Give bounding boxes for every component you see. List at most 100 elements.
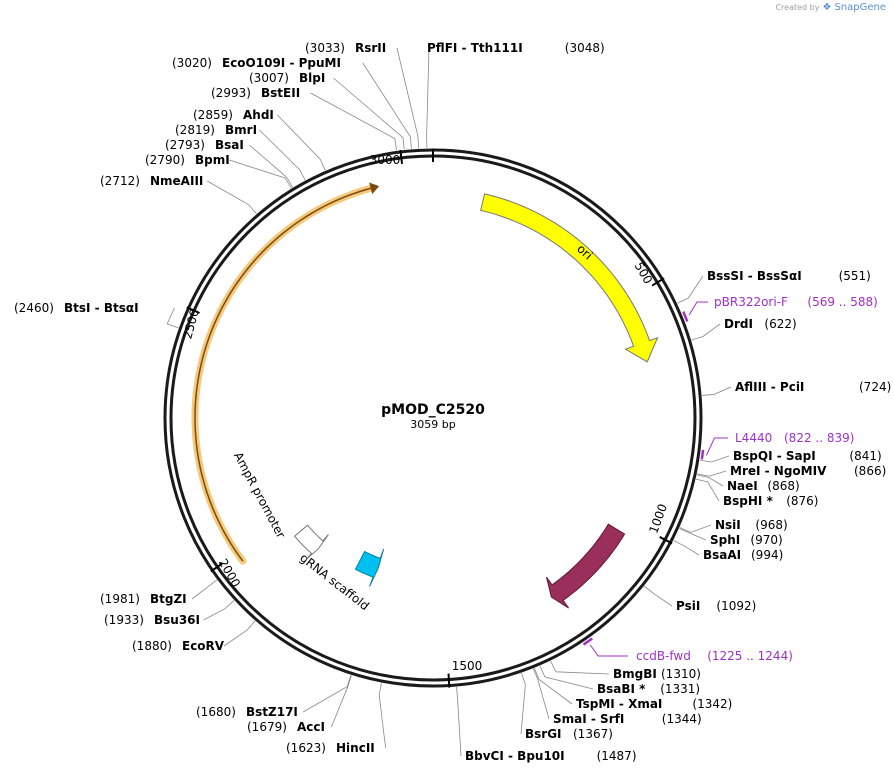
site-line-11: [677, 275, 704, 304]
site-line-29: [331, 675, 352, 728]
site-pos-25: (1344): [662, 712, 702, 726]
site-name-18: NsiI: [715, 518, 741, 532]
site-name-14: BspQI - SapI: [733, 449, 816, 463]
site-pos-27: (1487): [597, 749, 637, 763]
site-name-31: EcoRV: [182, 639, 225, 653]
feature-ampr-glow: [191, 184, 375, 565]
site-line-1: [396, 47, 419, 149]
site-name-11: BssSI - BssSαI: [707, 269, 802, 283]
site-name-21: PsiI: [676, 599, 700, 613]
site-line-13: [702, 386, 732, 396]
feature-ampr-head: [369, 182, 380, 195]
site-pos-21: (1092): [716, 599, 756, 613]
site-line-2: [362, 62, 412, 149]
created-by-text: Created by: [775, 3, 820, 12]
plasmid-name: pMOD_C2520: [381, 402, 485, 418]
site-line-0: [426, 47, 430, 149]
site-pos-4: (2993): [211, 86, 251, 100]
primer-range-2: (1225 .. 1244): [707, 649, 793, 663]
site-pos-16: (868): [767, 479, 799, 493]
site-name-16: NaeI: [727, 479, 758, 493]
site-pos-12: (622): [764, 317, 796, 331]
site-name-10: BtsI - BtsαI: [64, 301, 139, 315]
site-line-20: [673, 540, 700, 556]
tick-2500: [186, 306, 200, 314]
site-line-6: [259, 129, 306, 181]
site-line-30: [303, 675, 352, 713]
snapgene-logo-icon: ❖: [822, 2, 832, 13]
site-pos-5: (2859): [193, 108, 233, 122]
site-pos-0: (3048): [565, 41, 605, 55]
site-pos-10: (2460): [14, 301, 54, 315]
primer-mark-2: [582, 637, 593, 646]
site-name-3: BlpI: [299, 71, 325, 85]
site-name-20: BsaAI: [703, 548, 741, 562]
site-pos-14: (841): [849, 449, 881, 463]
site-name-26: BsrGI: [525, 727, 562, 741]
site-line-12: [691, 323, 721, 341]
primer-name-0: pBR322ori-F: [714, 295, 788, 309]
site-line-27: [456, 686, 462, 757]
site-pos-28: (1623): [286, 741, 326, 755]
site-name-8: BpmI: [195, 153, 230, 167]
tick-1000: [659, 536, 673, 545]
site-line-4: [310, 92, 397, 151]
tick-1500: [447, 673, 451, 688]
site-name-4: BstEII: [261, 86, 300, 100]
feature-ori: [480, 193, 659, 363]
feature-label-ccdb: ccdB: [520, 588, 552, 614]
site-name-17: BspHI *: [723, 494, 774, 508]
site-line-9: [207, 180, 257, 214]
feature-grna-scaffold: [354, 548, 385, 587]
site-name-25: SmaI - SrfI: [553, 712, 624, 726]
site-line-28: [378, 682, 386, 749]
site-name-33: BtgZI: [150, 592, 187, 606]
tick-3000: [399, 149, 404, 164]
feature-ampr: [194, 187, 371, 562]
primers: pBR322ori-F (569 .. 588) L4440 (822 .. 839)…: [582, 295, 878, 663]
site-pos-6: (2819): [175, 123, 215, 137]
site-name-0: PflFI - Tth111I: [427, 41, 523, 55]
primer-range-0: (569 .. 588): [807, 295, 877, 309]
primer-name-2: ccdB-fwd: [636, 649, 691, 663]
site-name-12: DrdI: [724, 317, 753, 331]
site-name-30: BstZ17I: [246, 705, 298, 719]
site-line-25: [533, 668, 550, 720]
site-line-14: [699, 455, 730, 463]
site-name-9: NmeAIII: [150, 174, 203, 188]
feature-ampr-promoter: [293, 524, 329, 561]
primer-leader-2: [589, 644, 628, 657]
site-pos-23: (1331): [660, 682, 700, 696]
plasmid-length: 3059 bp: [410, 418, 455, 431]
site-line-17: [695, 478, 720, 502]
site-line-5: [277, 114, 326, 171]
site-pos-33: (1981): [100, 592, 140, 606]
site-pos-11: (551): [839, 269, 871, 283]
site-pos-18: (968): [755, 518, 787, 532]
tick-label-1000: 1000: [646, 502, 670, 535]
site-line-23: [539, 665, 594, 690]
tick-label-2500: 2500: [180, 307, 201, 340]
site-pos-13: (724): [859, 380, 891, 394]
tick-2000: [210, 562, 223, 573]
site-pos-30: (1680): [196, 705, 236, 719]
site-name-1: RsrII: [355, 41, 386, 55]
site-pos-26: (1367): [573, 727, 613, 741]
site-name-28: HincII: [336, 741, 375, 755]
site-line-26: [520, 672, 526, 735]
primer-name-1: L4440: [735, 431, 772, 445]
site-pos-7: (2793): [165, 138, 205, 152]
site-name-23: BsaBI *: [597, 682, 646, 696]
site-pos-31: (1880): [132, 639, 172, 653]
site-name-29: AccI: [297, 720, 325, 734]
site-name-32: Bsu36I: [154, 613, 200, 627]
site-name-5: AhdI: [243, 108, 274, 122]
primer-range-1: (822 .. 839): [784, 431, 854, 445]
site-name-19: SphI: [710, 533, 740, 547]
site-name-22: BmgBI: [613, 667, 657, 681]
site-name-27: BbvCI - Bpu10I: [465, 749, 565, 763]
site-line-22: [550, 660, 610, 675]
site-pos-32: (1933): [104, 613, 144, 627]
